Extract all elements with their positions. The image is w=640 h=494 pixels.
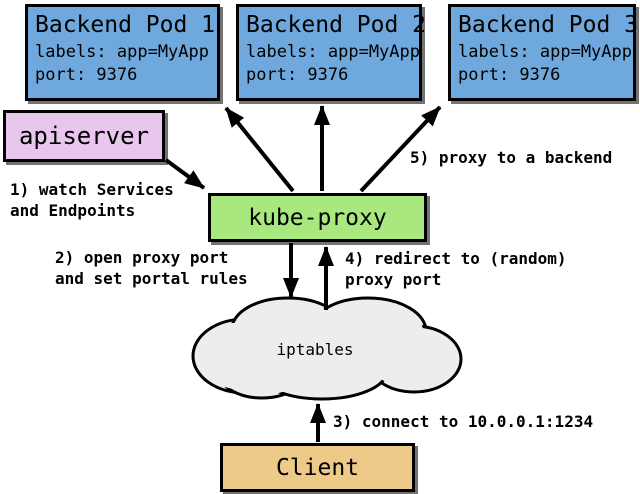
step-1-watch-services: 1) watch Services and Endpoints (10, 180, 174, 220)
step-3-connect: 3) connect to 10.0.0.1:1234 (333, 412, 594, 431)
backend-pod-1-port: port: 9376 (35, 65, 138, 85)
client-box: Client (220, 443, 415, 492)
kube-proxy-box: kube-proxy (208, 193, 427, 242)
backend-pod-2-box: Backend Pod 2 labels: app=MyApp port: 93… (236, 4, 427, 101)
client-label: Client (275, 454, 360, 481)
step-4-redirect: 4) redirect to (random) proxy port (345, 249, 567, 289)
step-5-proxy-to-backend: 5) proxy to a backend (410, 148, 613, 167)
backend-pod-2-port: port: 9376 (246, 65, 349, 85)
backend-pod-1-labels: labels: app=MyApp (35, 42, 209, 62)
backend-pod-1-title: Backend Pod 1 (35, 12, 216, 38)
iptables-label: iptables (276, 340, 354, 359)
backend-pod-2-title: Backend Pod 2 (246, 12, 427, 38)
step-2-open-proxy-port: 2) open proxy port and set portal rules (55, 248, 248, 288)
arrow-kube-proxy-to-pod1 (224, 106, 295, 193)
backend-pod-2-labels: labels: app=MyApp (246, 42, 420, 62)
apiserver-label: apiserver (18, 122, 150, 150)
apiserver-box: apiserver (3, 110, 165, 162)
backend-pod-3-port: port: 9376 (458, 65, 561, 85)
kube-proxy-label: kube-proxy (248, 204, 387, 231)
backend-pod-1-box: Backend Pod 1 labels: app=MyApp port: 93… (25, 4, 220, 101)
backend-pod-3-box: Backend Pod 3 labels: app=MyApp port: 93… (448, 4, 639, 101)
backend-pod-3-labels: labels: app=MyApp (458, 42, 632, 62)
backend-pod-3-title: Backend Pod 3 (458, 12, 639, 38)
